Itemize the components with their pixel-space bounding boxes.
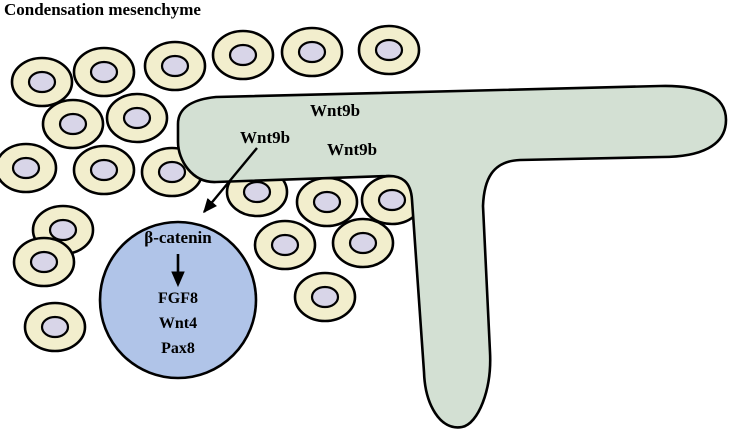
target-gene-label: Wnt4 [159, 315, 197, 332]
wnt9b-signal-arrow-line [203, 147, 258, 214]
cell-nucleus [27, 70, 57, 94]
cell-nucleus [89, 158, 119, 182]
mesenchyme-cell [331, 217, 395, 269]
mesenchyme-cell [105, 92, 169, 144]
mesenchyme-cell [143, 40, 207, 92]
mesenchyme-cell [0, 142, 58, 194]
mesenchyme-cell [23, 301, 87, 353]
ureteric-bud-shape [176, 84, 728, 429]
mesenchyme-cell [295, 176, 359, 228]
cell-nucleus [374, 38, 404, 62]
cell-nucleus [270, 233, 300, 257]
cell-nucleus [160, 54, 190, 78]
mesenchyme-cell [293, 271, 357, 323]
cell-nucleus [11, 156, 41, 180]
wnt9b-signal-arrow [203, 147, 258, 214]
mesenchyme-cell [280, 26, 344, 78]
mesenchyme-cell [41, 98, 105, 150]
target-gene-label: Pax8 [161, 340, 195, 357]
cell-nucleus [157, 160, 187, 184]
cell-nucleus [122, 106, 152, 130]
beta-catenin-label: β-catenin [144, 228, 212, 247]
mesenchyme-cell [72, 144, 136, 196]
condensed-mesenchyme-circle [98, 220, 258, 380]
wnt9b-label: Wnt9b [327, 140, 377, 159]
mesenchyme-cell [357, 24, 421, 76]
cell-nucleus [40, 315, 70, 339]
cell-nucleus [89, 60, 119, 84]
cell-nucleus [310, 285, 340, 309]
cell-nucleus [312, 190, 342, 214]
mesenchyme-cell [72, 46, 136, 98]
mesenchyme-cell [253, 219, 317, 271]
cell-nucleus [48, 218, 78, 242]
cell-nucleus [297, 40, 327, 64]
cell-nucleus [348, 231, 378, 255]
cell-nucleus [29, 250, 59, 274]
mesenchyme-cell [12, 236, 76, 288]
mesenchyme-cell [10, 56, 74, 108]
cell-nucleus [242, 180, 272, 204]
wnt9b-label: Wnt9b [240, 128, 290, 147]
wnt9b-label: Wnt9b [310, 101, 360, 120]
page-title: Condensation mesenchyme [4, 0, 201, 19]
target-gene-label: FGF8 [158, 290, 198, 307]
cell-nucleus [228, 43, 258, 67]
cell-nucleus [58, 112, 88, 136]
cell-nucleus [377, 188, 407, 212]
mesenchyme-cell [211, 29, 275, 81]
